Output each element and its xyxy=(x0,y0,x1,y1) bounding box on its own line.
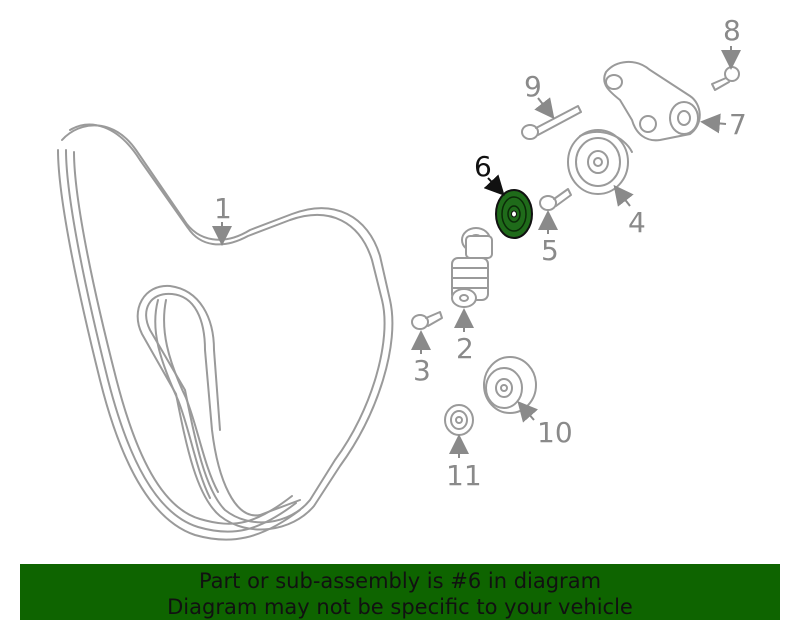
callout-1: 1 xyxy=(214,192,232,225)
bolt-8 xyxy=(711,66,740,91)
parts-diagram: 1 2 3 4 5 6 7 8 9 10 11 xyxy=(57,14,747,541)
tensioner xyxy=(451,227,493,308)
callout-8: 8 xyxy=(723,14,741,47)
disclaimer-banner: Part or sub-assembly is #6 in diagram Di… xyxy=(20,564,780,620)
callout-2: 2 xyxy=(456,332,474,365)
pulley-11 xyxy=(444,404,474,436)
bolt-5 xyxy=(539,188,572,211)
callout-9: 9 xyxy=(524,70,542,103)
banner-line-2: Diagram may not be specific to your vehi… xyxy=(167,595,633,619)
callout-7: 7 xyxy=(729,108,747,141)
callout-5: 5 xyxy=(541,234,559,267)
callout-6: 6 xyxy=(474,150,492,183)
idler-pulley-10 xyxy=(483,356,537,414)
bolt-9 xyxy=(521,105,582,140)
callout-10: 10 xyxy=(537,416,573,449)
callout-3: 3 xyxy=(413,354,431,387)
banner-line-1: Part or sub-assembly is #6 in diagram xyxy=(198,569,602,593)
bracket-7 xyxy=(603,61,701,142)
callout-4: 4 xyxy=(628,206,646,239)
pulley-6-highlighted[interactable] xyxy=(495,189,533,239)
idler-pulley-4 xyxy=(567,129,633,195)
serpentine-belt xyxy=(57,123,394,541)
bolt-3 xyxy=(411,311,443,330)
callout-11: 11 xyxy=(446,459,482,492)
